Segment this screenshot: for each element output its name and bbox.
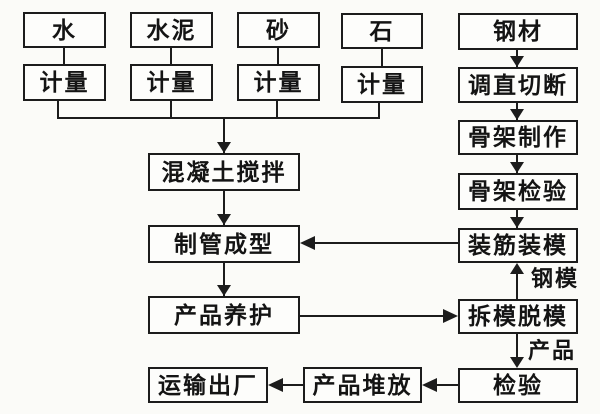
- edge-measure-water-bus-line: [57, 101, 59, 119]
- node-measure-sand: 计量: [237, 64, 320, 101]
- edge-concrete-mix-pipe-form-line: [223, 191, 225, 225]
- edge-cement-measure-line: [170, 48, 172, 64]
- edge-label-product: 产品: [528, 338, 577, 363]
- edge-demold-inspect-line: [516, 334, 518, 359]
- edge-steel-straighten-arrowhead: [510, 56, 524, 67]
- edge-demold-install-line: [516, 270, 518, 299]
- node-steel: 钢材: [458, 13, 578, 50]
- edge-measure-stone-bus-line: [378, 103, 380, 119]
- edge-product-cure-demold-line: [300, 315, 446, 317]
- edge-inspect-product-stack-arrowhead: [422, 378, 437, 392]
- merge-bus-line: [57, 117, 380, 119]
- edge-measure-sand-bus-line: [276, 101, 278, 119]
- node-measure-water: 计量: [23, 64, 106, 101]
- node-install-rebar-mold: 装筋装模: [458, 228, 578, 263]
- node-concrete-mix: 混凝土搅拌: [148, 153, 300, 191]
- node-sand: 砂: [237, 12, 320, 48]
- node-pipe-form: 制管成型: [148, 225, 300, 263]
- node-stone: 石: [341, 13, 423, 49]
- edge-bus-concrete-mix-line: [223, 117, 225, 153]
- node-demold: 拆模脱模: [458, 299, 578, 334]
- edge-frame-make-frame-inspect-arrowhead: [510, 162, 524, 173]
- node-ship-out: 运输出厂: [148, 367, 268, 403]
- node-inspect: 检验: [458, 368, 578, 403]
- edge-stone-measure-line: [381, 49, 383, 66]
- node-product-stack: 产品堆放: [303, 367, 422, 403]
- node-straighten-cut: 调直切断: [458, 67, 578, 103]
- edge-frame-inspect-install-arrowhead: [510, 217, 524, 228]
- node-frame-make: 骨架制作: [458, 120, 578, 155]
- edge-concrete-mix-pipe-form-arrowhead: [217, 214, 231, 225]
- edge-label-steel-mold: 钢模: [531, 266, 580, 291]
- edge-demold-inspect-arrowhead: [510, 357, 524, 368]
- edge-install-pipe-form-arrowhead: [300, 236, 315, 250]
- edge-sand-measure-line: [277, 48, 279, 64]
- edge-water-measure-line: [63, 48, 65, 64]
- edge-product-stack-ship-out-line: [281, 384, 303, 386]
- node-measure-cement: 计量: [130, 64, 213, 101]
- edge-bus-concrete-mix-arrowhead: [217, 142, 231, 153]
- edge-install-pipe-form-line: [313, 242, 458, 244]
- edge-product-cure-demold-arrowhead: [443, 309, 458, 323]
- edge-demold-install-arrowhead: [510, 263, 524, 274]
- node-frame-inspect: 骨架检验: [458, 173, 578, 210]
- edge-pipe-form-product-cure-line: [223, 263, 225, 296]
- edge-product-stack-ship-out-arrowhead: [268, 378, 283, 392]
- edge-measure-cement-bus-line: [170, 101, 172, 119]
- node-measure-stone: 计量: [341, 66, 423, 103]
- edge-straighten-frame-make-arrowhead: [510, 109, 524, 120]
- node-product-cure: 产品养护: [148, 296, 300, 334]
- node-water: 水: [23, 12, 106, 48]
- edge-inspect-product-stack-line: [435, 384, 458, 386]
- edge-pipe-form-product-cure-arrowhead: [217, 285, 231, 296]
- node-cement: 水泥: [130, 12, 213, 48]
